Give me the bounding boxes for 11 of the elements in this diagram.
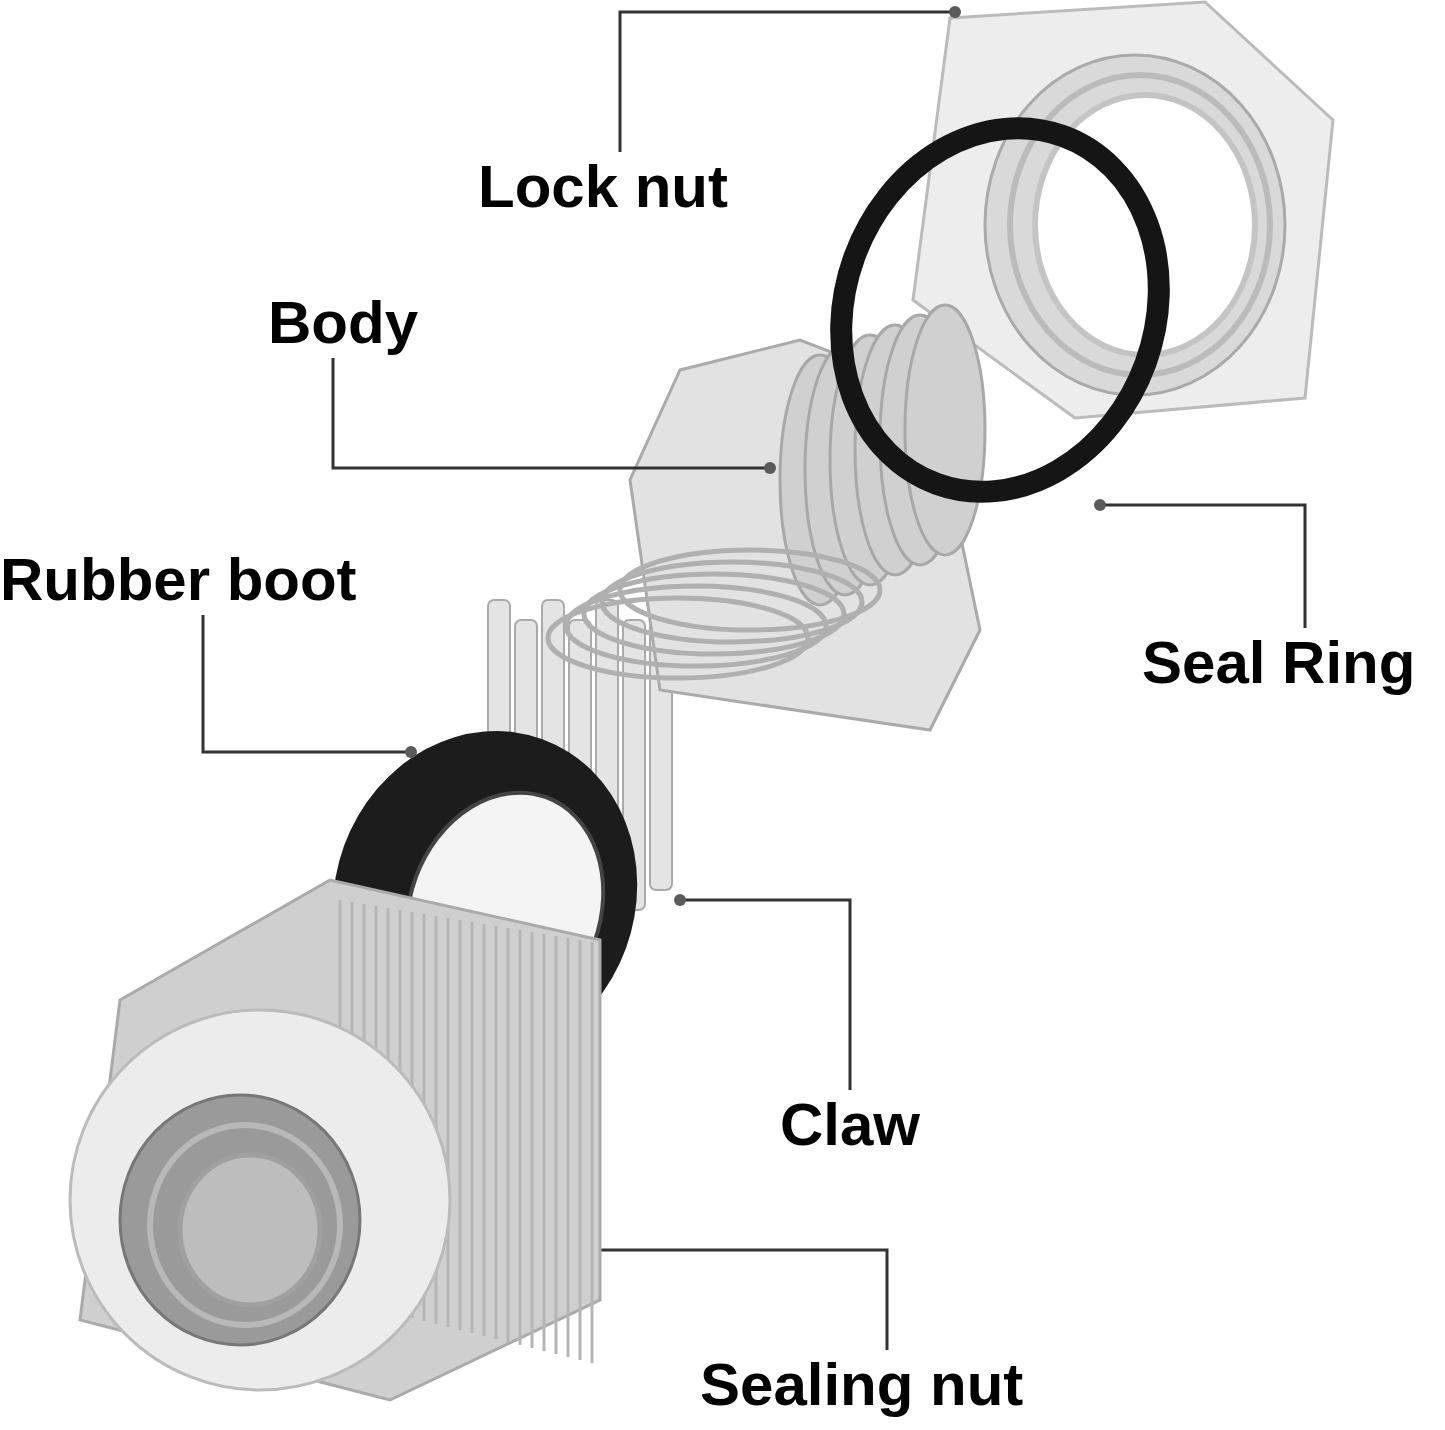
part-label: Rubber boot [0,545,420,615]
leader-line [331,358,776,474]
leader-line [674,894,852,1090]
part-label: Sealing nut [700,1350,1075,1420]
part-label: Lock nut [478,152,768,222]
part-label: Claw [780,1090,945,1160]
leader-line [1094,499,1307,628]
part-label: Seal Ring [1142,628,1442,698]
leader-line [201,615,417,758]
part-label: Body [268,288,443,358]
leader-line [618,6,961,152]
